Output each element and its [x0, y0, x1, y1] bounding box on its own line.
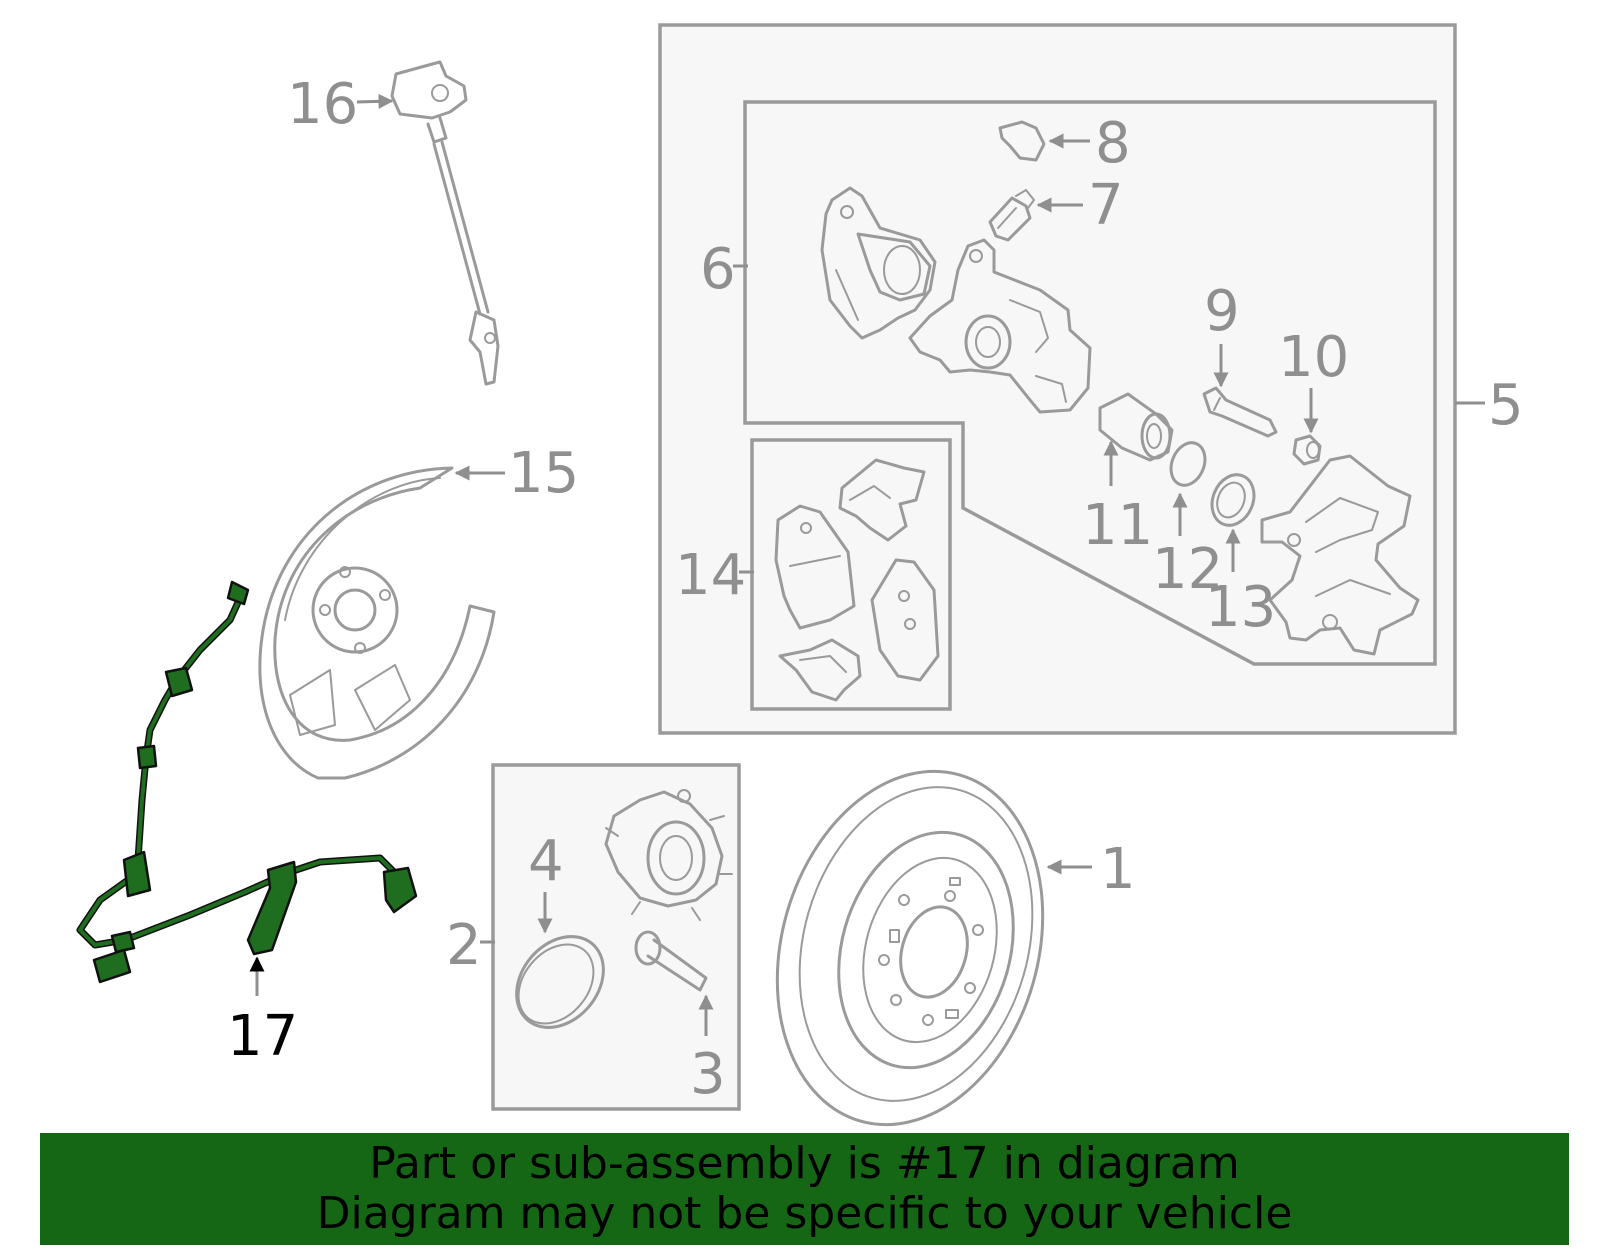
callout-8: 8	[1095, 111, 1131, 176]
callout-17: 17	[227, 1004, 298, 1069]
part-7-bleeder-screw[interactable]	[988, 189, 1035, 242]
hub-box-2	[491, 763, 741, 1111]
banner-line-disclaimer: Diagram may not be specific to your vehi…	[316, 1188, 1293, 1239]
part-1-brake-rotor[interactable]	[737, 740, 1082, 1157]
callout-1: 1	[1100, 837, 1136, 902]
part-9-guide-pin[interactable]	[1202, 386, 1278, 438]
part-3-wheel-stud[interactable]	[634, 930, 708, 992]
callout-15: 15	[508, 441, 579, 506]
part-16-sensor-link[interactable]	[390, 60, 500, 386]
part-4-tone-ring[interactable]	[499, 919, 621, 1044]
callout-9: 9	[1204, 279, 1240, 344]
caliper-bracket[interactable]	[1260, 454, 1420, 656]
part-14-brake-pad-kit[interactable]	[774, 458, 940, 702]
callout-10: 10	[1278, 325, 1349, 390]
banner-line-part-number: Part or sub-assembly is #17 in diagram	[369, 1138, 1240, 1189]
part-11-piston[interactable]	[1098, 392, 1174, 462]
part-12-seal-ring[interactable]	[1165, 438, 1211, 491]
part-8-cap[interactable]	[998, 120, 1046, 162]
caliper-housing[interactable]	[908, 238, 1092, 414]
hub-bearing-assembly[interactable]	[604, 789, 733, 921]
caliper-motor[interactable]	[820, 186, 937, 340]
callout-6: 6	[700, 237, 736, 302]
callout-7: 7	[1088, 173, 1124, 238]
callout-13: 13	[1205, 575, 1276, 640]
part-10-bushing[interactable]	[1292, 434, 1322, 466]
info-banner: Part or sub-assembly is #17 in diagram D…	[40, 1133, 1569, 1245]
callout-5: 5	[1488, 373, 1524, 438]
callout-12: 12	[1152, 537, 1223, 602]
callout-16: 16	[287, 72, 358, 137]
callout-14: 14	[675, 543, 746, 608]
leader-16	[356, 93, 394, 109]
callout-4: 4	[528, 829, 564, 894]
callout-3: 3	[690, 1042, 726, 1107]
callout-2: 2	[446, 913, 482, 978]
part-13-piston-boot[interactable]	[1205, 468, 1262, 531]
part-15-dust-shield[interactable]	[258, 466, 496, 780]
part-17-abs-wheel-speed-sensor[interactable]	[76, 580, 418, 984]
callout-11: 11	[1082, 493, 1153, 558]
